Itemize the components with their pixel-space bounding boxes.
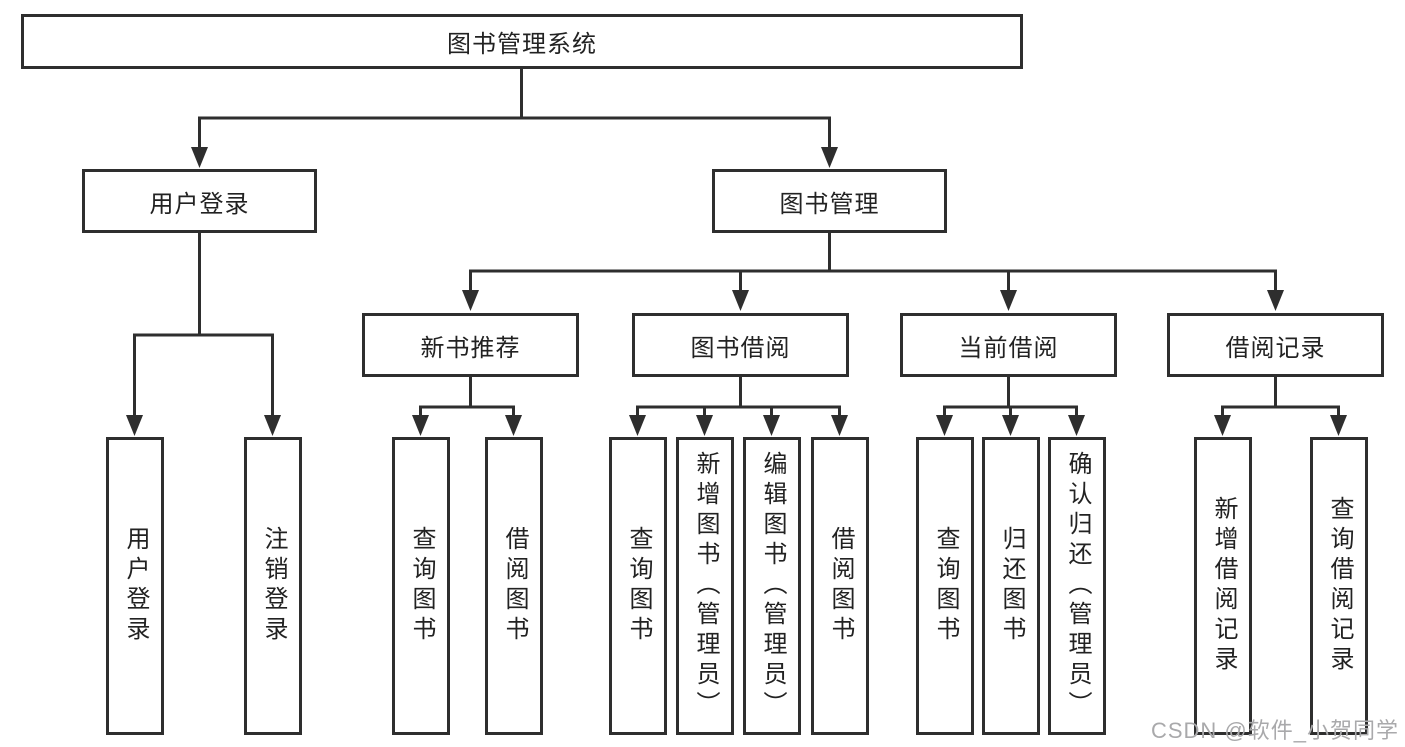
leaf-return-book: 归还图书 (982, 437, 1040, 735)
node-label: 新增借阅记录 (1210, 496, 1237, 676)
leaf-edit-book-admin: 编辑图书（管理员） (743, 437, 801, 735)
leaf-borrow-books: 借阅图书 (485, 437, 543, 735)
node-label: 借阅图书 (827, 526, 854, 646)
node-label: 图书借阅 (690, 334, 791, 362)
watermark: CSDN @软件_小贺同学 (1150, 718, 1399, 743)
node-label: 确认归还（管理员） (1064, 451, 1091, 721)
node-label: 编辑图书（管理员） (759, 451, 786, 721)
node-book-management: 图书管理 (712, 169, 947, 233)
node-book-borrowing: 图书借阅 (632, 313, 849, 377)
leaf-user-login: 用户登录 (106, 437, 164, 735)
node-label: 查询图书 (932, 526, 959, 646)
node-new-book-recommendation: 新书推荐 (362, 313, 579, 377)
node-label: 当前借阅 (958, 334, 1059, 362)
node-library-management-system: 图书管理系统 (21, 14, 1023, 69)
leaf-add-borrow-record: 新增借阅记录 (1194, 437, 1252, 735)
node-label: 查询图书 (408, 526, 435, 646)
node-borrowing-records: 借阅记录 (1167, 313, 1384, 377)
node-label: 注销登录 (260, 526, 287, 646)
leaf-query-books: 查询图书 (609, 437, 667, 735)
leaf-query-books: 查询图书 (392, 437, 450, 735)
node-label: 图书管理系统 (447, 31, 597, 58)
node-current-borrowing: 当前借阅 (900, 313, 1117, 377)
node-label: 图书管理 (779, 190, 880, 218)
node-label: 归还图书 (998, 526, 1025, 646)
node-label: 用户登录 (149, 190, 250, 218)
leaf-query-books: 查询图书 (916, 437, 974, 735)
leaf-add-book-admin: 新增图书（管理员） (676, 437, 734, 735)
leaf-logout: 注销登录 (244, 437, 302, 735)
node-label: 查询图书 (625, 526, 652, 646)
node-label: 新书推荐 (420, 334, 521, 362)
node-label: 查询借阅记录 (1326, 496, 1353, 676)
node-user-login: 用户登录 (82, 169, 317, 233)
leaf-borrow-books: 借阅图书 (811, 437, 869, 735)
leaf-confirm-return-admin: 确认归还（管理员） (1048, 437, 1106, 735)
node-label: 借阅记录 (1225, 334, 1326, 362)
node-label: 新增图书（管理员） (692, 451, 719, 721)
node-label: 用户登录 (122, 526, 149, 646)
leaf-query-borrow-record: 查询借阅记录 (1310, 437, 1368, 735)
node-label: 借阅图书 (501, 526, 528, 646)
